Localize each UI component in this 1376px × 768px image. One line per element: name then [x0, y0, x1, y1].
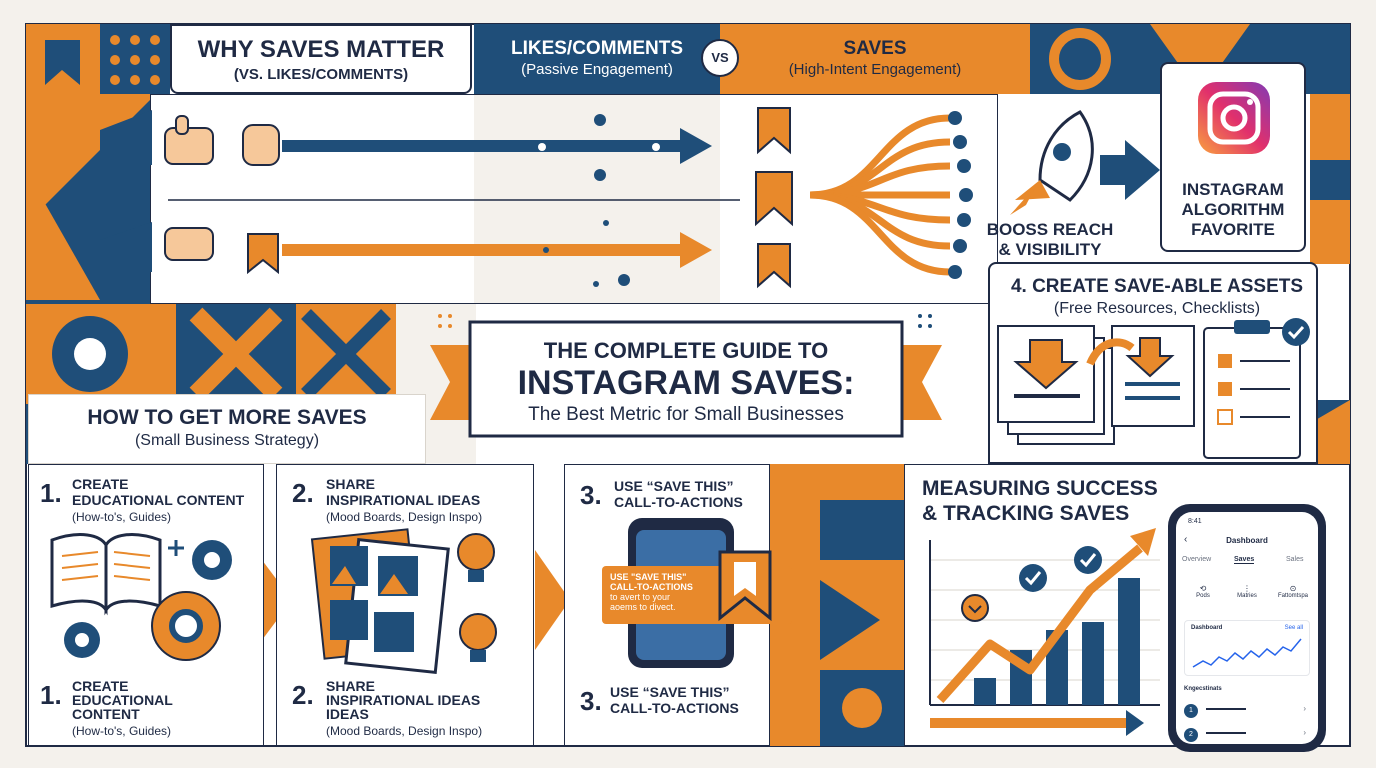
step2-num: 2.: [292, 478, 314, 508]
algorithm-line1: INSTAGRAM: [1182, 180, 1284, 199]
metric-1-icon: ⟲: [1199, 584, 1207, 593]
step1b-num: 1.: [40, 680, 62, 710]
boost-reach-label: BOOSS REACH & VISIBILITY: [980, 220, 1120, 260]
list-title: Kngecstinats: [1184, 686, 1222, 692]
saves-subtitle: (High-Intent Engagement): [788, 61, 962, 78]
why-saves-title: WHY SAVES MATTER: [197, 36, 445, 63]
step2b-line3: IDEAS: [326, 706, 369, 722]
algorithm-line3: FAVORITE: [1191, 220, 1275, 239]
why-saves-subtitle: (VS. LIKES/COMMENTS): [233, 66, 409, 83]
comparison-panel: [150, 94, 998, 304]
step2-line1: SHARE: [326, 476, 376, 492]
step2b-num: 2.: [292, 680, 314, 710]
measure-line1: MEASURING SUCCESS: [922, 477, 1158, 500]
cta-overlay-text: USE "SAVE THIS" CALL-TO-ACTIONS to avert…: [610, 572, 720, 612]
step3-line1: USE “SAVE THIS”: [614, 478, 734, 494]
card-see-all-link[interactable]: See all: [1284, 625, 1303, 631]
chevron-right-icon: ›: [1303, 704, 1306, 713]
cta-line1: USE "SAVE THIS": [610, 572, 687, 582]
phone-metric-3: ⊙ Fattomtspa: [1270, 584, 1316, 599]
step3b-line2: CALL-TO-ACTIONS: [610, 700, 739, 716]
list-item-1[interactable]: 1 ›: [1184, 702, 1310, 720]
step3-line2: CALL-TO-ACTIONS: [614, 494, 743, 510]
metric-2-icon: ⋮: [1243, 584, 1251, 593]
step2b-line2: INSPIRATIONAL IDEAS: [326, 692, 481, 708]
phone-metric-1: ⟲ Pods: [1182, 584, 1224, 599]
step2-sub: (Mood Boards, Design Inspo): [326, 510, 483, 524]
phone-title: Dashboard: [1226, 536, 1268, 545]
step1-line1: CREATE: [72, 476, 129, 492]
list-item-1-badge: 1: [1184, 704, 1198, 718]
step3b-num: 3.: [580, 686, 602, 716]
step3b-line1: USE “SAVE THIS”: [610, 684, 730, 700]
step1b-line1: CREATE: [72, 678, 129, 694]
how-title: HOW TO GET MORE SAVES: [87, 406, 367, 429]
cta-line4: aoems to divect.: [610, 602, 676, 612]
metric-1-label: Pods: [1196, 593, 1210, 599]
assets-subtitle: (Free Resources, Checklists): [1053, 300, 1261, 317]
step1b-line3: CONTENT: [72, 706, 140, 722]
algorithm-label: INSTAGRAM ALGORITHM FAVORITE: [1160, 180, 1306, 240]
step1-line2: EDUCATIONAL CONTENT: [72, 492, 245, 508]
step1b-sub: (How-to's, Guides): [72, 724, 171, 738]
step2b-sub: (Mood Boards, Design Inspo): [326, 724, 483, 738]
assets-title: 4. CREATE SAVE-ABLE ASSETS: [1010, 276, 1304, 297]
boost-line2: & VISIBILITY: [998, 240, 1102, 259]
likes-title: LIKES/COMMENTS: [510, 38, 684, 59]
phone-tab-saves[interactable]: Saves: [1234, 556, 1255, 564]
likes-subtitle: (Passive Engagement): [521, 61, 673, 78]
cta-line2: CALL-TO-ACTIONS: [610, 582, 693, 592]
step1-sub: (How-to's, Guides): [72, 510, 171, 524]
list-item-1-line: [1206, 708, 1246, 710]
guide-line2: INSTAGRAM SAVES:: [517, 364, 855, 402]
step2-line2: INSPIRATIONAL IDEAS: [326, 492, 481, 508]
measure-title: MEASURING SUCCESS & TRACKING SAVES: [922, 476, 1182, 526]
how-panel: [28, 394, 426, 464]
phone-chart-card: Dashboard See all: [1184, 620, 1310, 676]
measure-line2: & TRACKING SAVES: [922, 502, 1130, 525]
vs-label: VS: [711, 50, 729, 65]
algorithm-line2: ALGORITHM: [1181, 200, 1285, 219]
metric-3-icon: ⊙: [1289, 584, 1297, 593]
step1b-line2: EDUCATIONAL: [72, 692, 173, 708]
how-subtitle: (Small Business Strategy): [134, 432, 320, 449]
list-item-2-badge: 2: [1184, 728, 1198, 742]
why-saves-header: [170, 24, 472, 94]
guide-line1: THE COMPLETE GUIDE TO: [543, 338, 829, 363]
saves-title: SAVES: [843, 38, 907, 59]
back-chevron-icon[interactable]: ‹: [1184, 534, 1188, 545]
chevron-right-icon: ›: [1303, 728, 1306, 737]
card-title: Dashboard: [1191, 625, 1223, 631]
list-item-2[interactable]: 2 ›: [1184, 726, 1310, 744]
phone-metric-2: ⋮ Matries: [1226, 584, 1268, 599]
list-item-2-line: [1206, 732, 1246, 734]
phone-tab-overview[interactable]: Overview: [1182, 556, 1212, 563]
phone-screen: 8:41 ‹ Dashboard Overview Saves Sales ⟲ …: [1176, 512, 1318, 744]
step1-num: 1.: [40, 478, 62, 508]
sparkline-chart: [1192, 638, 1302, 668]
step2b-line1: SHARE: [326, 678, 376, 694]
metric-2-label: Matries: [1237, 593, 1257, 599]
metric-3-label: Fattomtspa: [1277, 593, 1308, 599]
guide-line3: The Best Metric for Small Businesses: [528, 404, 844, 425]
phone-time: 8:41: [1188, 518, 1202, 525]
boost-line1: BOOSS REACH: [986, 220, 1114, 239]
step3-num: 3.: [580, 480, 602, 510]
cta-line3: to avert to your: [610, 592, 671, 602]
phone-tab-sales[interactable]: Sales: [1286, 556, 1304, 563]
